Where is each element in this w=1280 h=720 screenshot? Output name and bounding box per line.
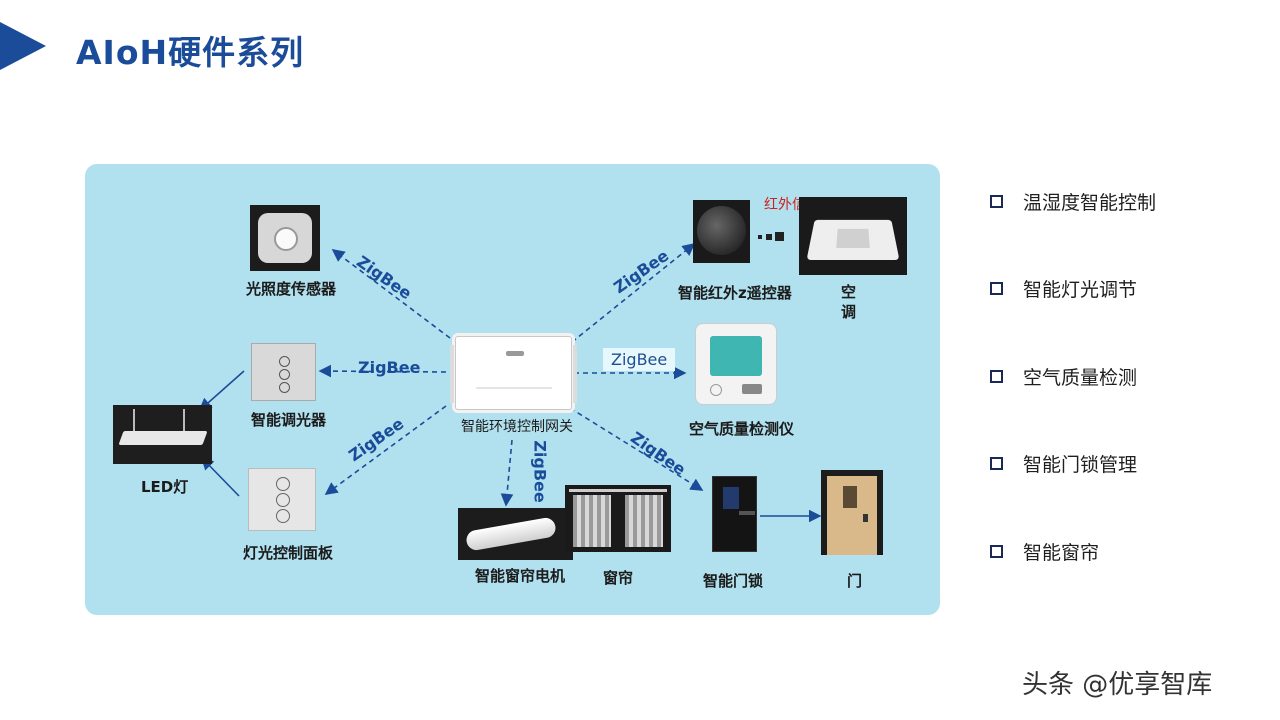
feature-item: 智能窗帘 — [990, 536, 1156, 566]
page-title: AIoH硬件系列 — [76, 33, 305, 72]
link-gateway-ir-remote — [571, 242, 696, 343]
zigbee-label: ZigBee — [530, 440, 550, 503]
led-label: LED灯 — [141, 478, 189, 496]
air-monitor-device — [695, 323, 777, 405]
feature-item: 空气质量检测 — [990, 361, 1156, 391]
door-lock-label: 智能门锁 — [703, 572, 764, 590]
square-bullet-icon — [990, 544, 1003, 558]
link-gateway-curtain-motor — [500, 439, 514, 507]
link-gateway-dimmer — [318, 364, 447, 378]
dimmer-device — [251, 343, 316, 401]
square-bullet-icon — [990, 457, 1003, 470]
link-panel-led — [200, 456, 240, 497]
door-lock-device — [712, 476, 757, 552]
door-label: 门 — [847, 572, 863, 590]
curtain-label: 窗帘 — [603, 569, 634, 587]
dimmer-label: 智能调光器 — [251, 411, 327, 429]
feature-item: 温湿度智能控制 — [990, 186, 1156, 216]
light-sensor-device — [250, 205, 320, 271]
zigbee-label: ZigBee — [603, 348, 676, 371]
ac-device — [799, 197, 907, 275]
light-panel-label: 灯光控制面板 — [243, 544, 334, 562]
led-device — [113, 405, 212, 464]
ir-remote-device — [693, 200, 750, 263]
ir-signal-icon — [758, 232, 786, 242]
ac-label: 空 调 — [841, 283, 857, 321]
gateway-label: 智能环境控制网关 — [461, 419, 573, 435]
square-bullet-icon — [990, 282, 1003, 295]
title-triangle-marker — [0, 22, 46, 70]
light-sensor-label: 光照度传感器 — [246, 280, 337, 298]
link-gateway-light-panel — [324, 405, 447, 495]
gateway-device — [450, 336, 577, 410]
watermark: 头条 @优享智库 — [1022, 670, 1213, 700]
feature-text: 智能窗帘 — [1023, 541, 1100, 564]
feature-text: 智能灯光调节 — [1023, 279, 1138, 301]
light-panel-device — [248, 468, 316, 531]
feature-item: 智能门锁管理 — [990, 449, 1156, 479]
feature-text: 温湿度智能控制 — [1023, 191, 1157, 214]
ir-remote-label: 智能红外z遥控器 — [678, 284, 792, 302]
link-gateway-light-sensor — [331, 249, 451, 339]
feature-text: 空气质量检测 — [1023, 366, 1138, 389]
link-gateway-door-lock — [569, 407, 704, 491]
feature-item: 智能灯光调节 — [990, 274, 1156, 304]
feature-text: 智能门锁管理 — [1023, 454, 1138, 476]
square-bullet-icon — [990, 194, 1003, 208]
curtain-motor-device — [458, 508, 573, 560]
air-monitor-label: 空气质量检测仪 — [689, 420, 795, 438]
door-device — [821, 470, 883, 555]
zigbee-label: ZigBee — [358, 358, 421, 377]
square-bullet-icon — [990, 369, 1003, 383]
link-dimmer-led — [198, 370, 245, 412]
feature-list: 温湿度智能控制 智能灯光调节 空气质量检测 智能门锁管理 智能窗帘 — [990, 186, 1156, 624]
curtain-motor-label: 智能窗帘电机 — [475, 567, 566, 585]
curtain-device — [565, 485, 671, 552]
